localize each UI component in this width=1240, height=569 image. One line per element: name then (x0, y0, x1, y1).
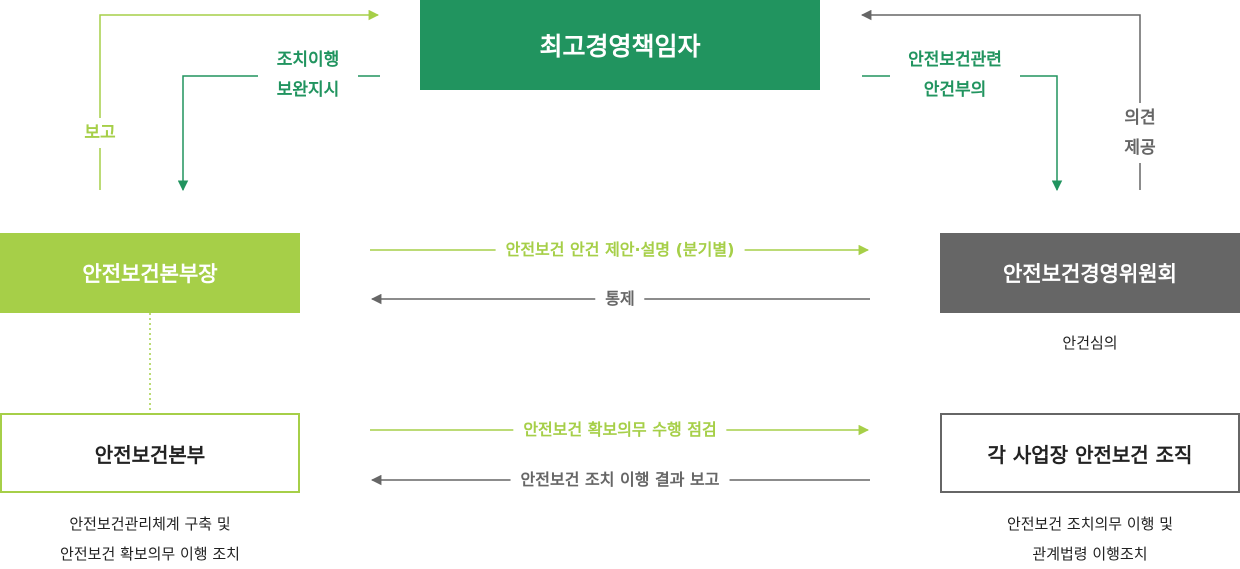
safety-hq-head-box: 안전보건본부장 (0, 233, 300, 313)
committee-caption: 안건심의 (1062, 334, 1118, 352)
ceo-box: 최고경영책임자 (420, 0, 820, 90)
proposal-label: 안전보건 안건 제안·설명 (분기별) (495, 239, 745, 261)
opinion-label: 의견 제공 (1110, 103, 1170, 163)
report-label: 보고 (70, 118, 130, 148)
safety-hq-label: 안전보건본부 (94, 442, 206, 467)
result-report-label: 안전보건 조치 이행 결과 보고 (510, 469, 730, 491)
ceo-label: 최고경영책임자 (539, 32, 701, 61)
safety-hq-head-label: 안전보건본부장 (82, 262, 218, 286)
action-label: 조치이행 보완지시 (258, 45, 358, 105)
business-sites-label: 각 사업장 안전보건 조직 (987, 442, 1193, 467)
safety-committee-box: 안전보건경영위원회 (940, 233, 1240, 313)
business-sites-box: 각 사업장 안전보건 조직 (940, 413, 1240, 493)
control-label: 통제 (595, 288, 645, 310)
safety-committee-label: 안전보건경영위원회 (1003, 262, 1177, 286)
hq-caption: 안전보건관리체계 구축 및 안전보건 확보의무 이행 조치 (60, 515, 240, 563)
safety-hq-box: 안전보건본부 (0, 413, 300, 493)
agenda-label: 안전보건관련 안건부의 (890, 45, 1020, 105)
inspection-label: 안전보건 확보의무 수행 점검 (513, 419, 727, 441)
sites-caption: 안전보건 조치의무 이행 및 관계법령 이행조치 (1006, 515, 1174, 563)
